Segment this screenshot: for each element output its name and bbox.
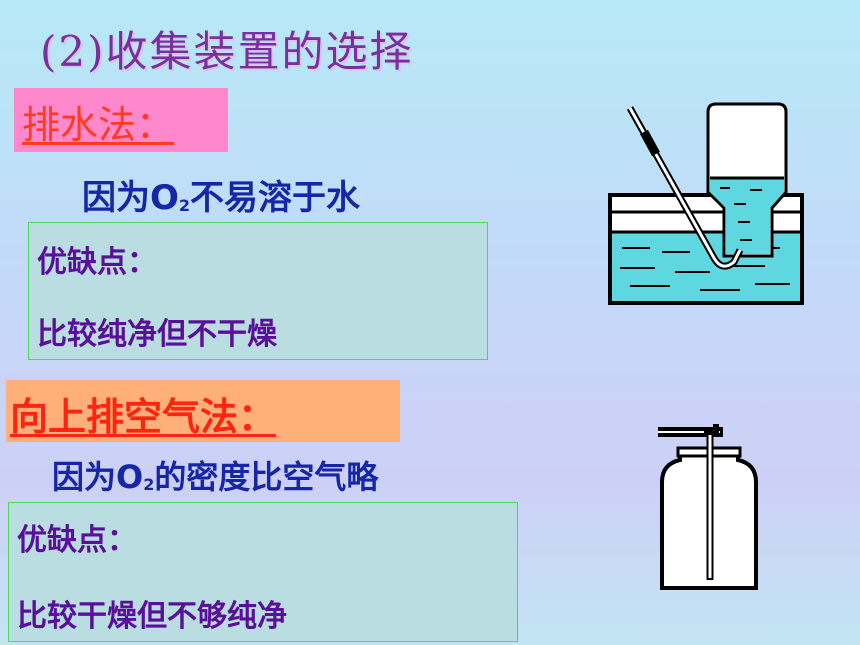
gas-collection-bottle-illustration [658, 424, 758, 590]
pros-cons-text: 比较纯净但不干燥 [37, 317, 277, 352]
pros-cons-label: 优缺点： [17, 523, 137, 558]
water-displacement-pros-cons-box: 优缺点： 比较纯净但不干燥 [28, 222, 488, 360]
upward-air-displacement-reason: 因为O2的密度比空气略 [52, 458, 379, 496]
pros-cons-text: 比较干燥但不够纯净 [17, 599, 287, 634]
slide-title: (2)收集装置的选择 [40, 27, 414, 76]
water-trough-apparatus-illustration [608, 102, 804, 305]
upward-air-displacement-label-text: 向上排空气法： [10, 395, 277, 439]
upward-air-displacement-label: 向上排空气法： [6, 380, 400, 442]
pros-cons-label: 优缺点： [37, 245, 157, 280]
upward-air-displacement-pros-cons-box: 优缺点： 比较干燥但不够纯净 [8, 502, 518, 642]
water-displacement-reason: 因为O2不易溶于水 [82, 178, 361, 218]
water-displacement-label: 排水法： [14, 88, 228, 152]
water-displacement-label-text: 排水法： [22, 103, 175, 147]
